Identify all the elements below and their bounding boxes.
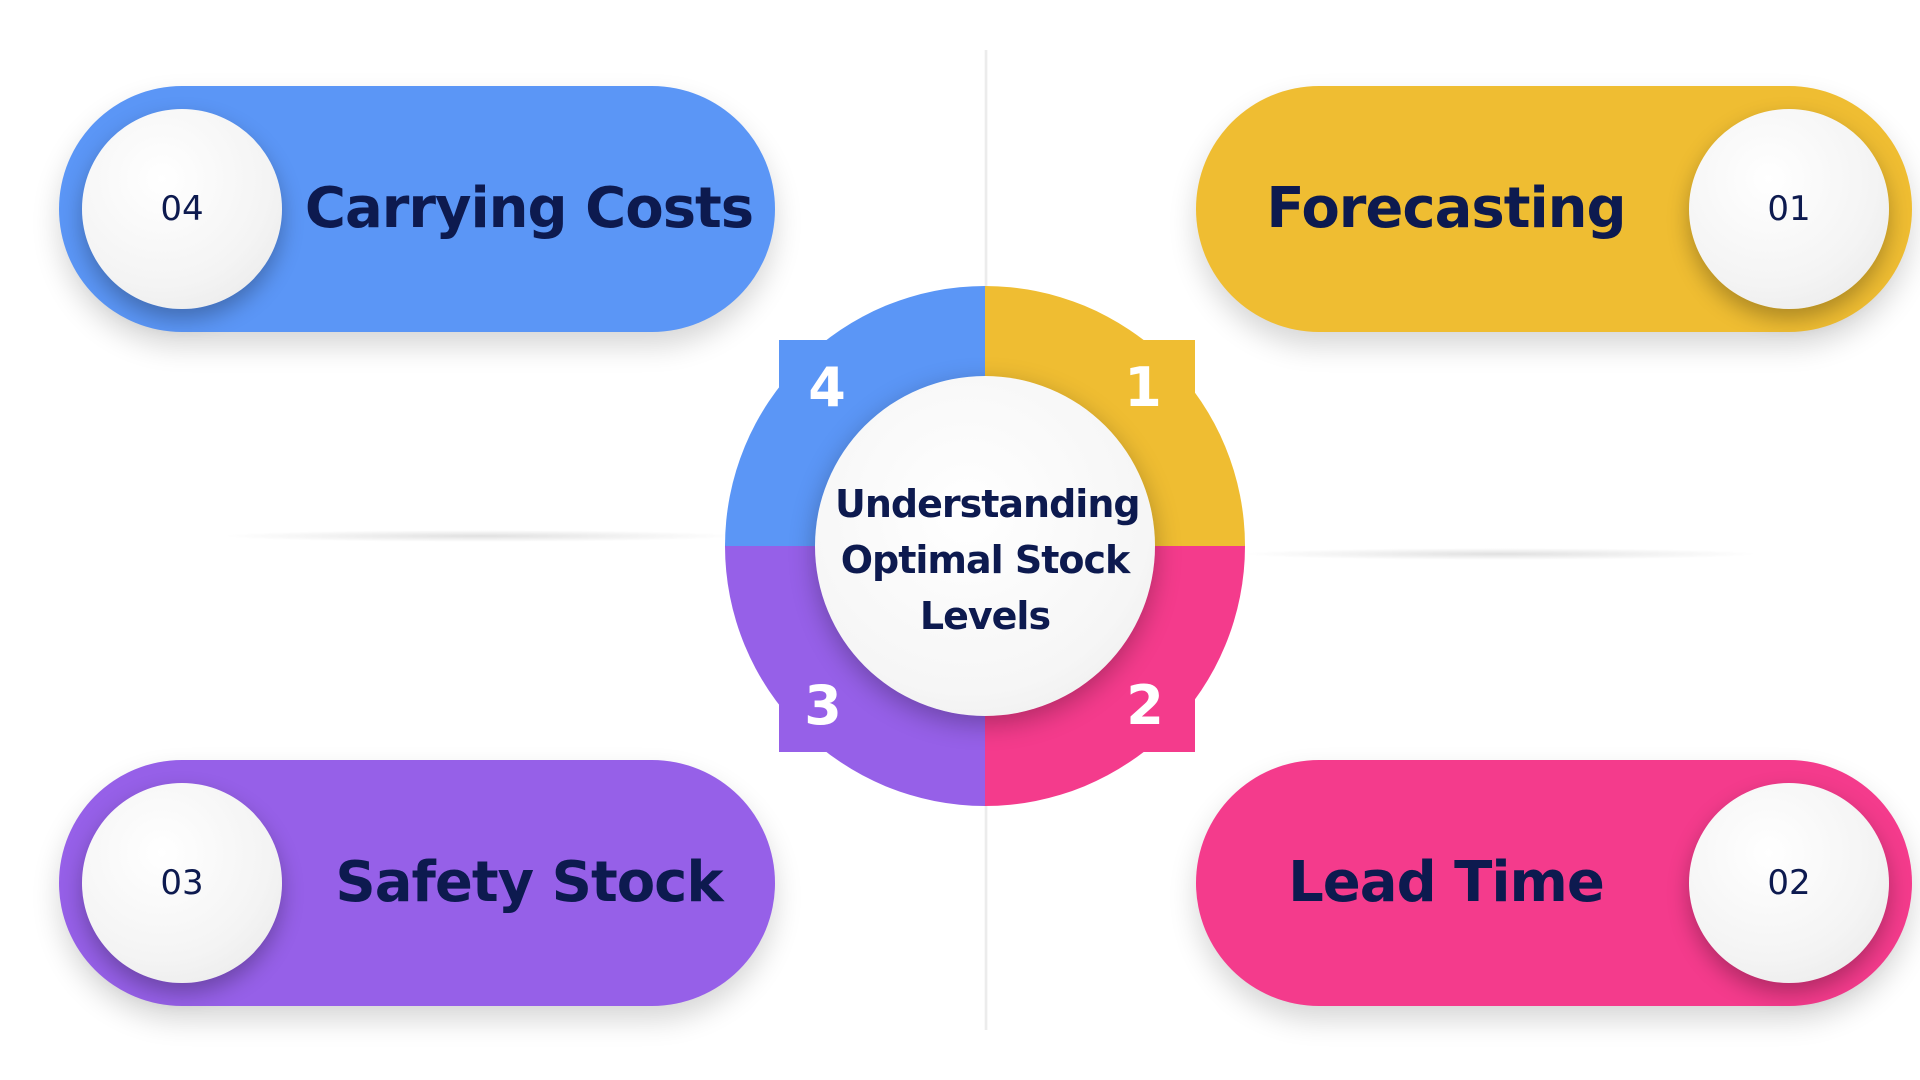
center-wheel: 4 1 3 2 Understanding Optimal Stock Leve… xyxy=(725,286,1245,806)
segment-number-4: 4 xyxy=(808,356,846,419)
card-number: 04 xyxy=(160,189,204,229)
segment-number-2: 2 xyxy=(1126,674,1164,737)
card-lead-time: Lead Time 02 xyxy=(1196,760,1912,1006)
number-badge: 02 xyxy=(1689,783,1889,983)
card-safety-stock: 03 Safety Stock xyxy=(59,760,775,1006)
card-carrying-costs: 04 Carrying Costs xyxy=(59,86,775,332)
number-badge: 01 xyxy=(1689,109,1889,309)
center-title: Understanding Optimal Stock Levels xyxy=(835,476,1141,644)
horizontal-divider-right xyxy=(1240,548,1760,560)
card-forecasting: Forecasting 01 xyxy=(1196,86,1912,332)
card-label: Carrying Costs xyxy=(304,176,754,241)
center-title-line-2: Optimal Stock xyxy=(840,538,1131,582)
card-label: Safety Stock xyxy=(335,850,723,915)
center-title-line-3: Levels xyxy=(919,594,1051,638)
card-label: Lead Time xyxy=(1288,850,1605,915)
vertical-divider-bottom xyxy=(984,800,988,1030)
card-number: 01 xyxy=(1767,189,1811,229)
vertical-divider-top xyxy=(984,50,988,290)
center-title-line-1: Understanding xyxy=(835,482,1141,526)
card-number: 02 xyxy=(1767,863,1811,903)
number-badge: 03 xyxy=(82,783,282,983)
center-circle: Understanding Optimal Stock Levels xyxy=(815,376,1155,716)
card-label: Forecasting xyxy=(1266,176,1626,241)
segment-number-1: 1 xyxy=(1124,356,1162,419)
card-number: 03 xyxy=(160,863,204,903)
number-badge: 04 xyxy=(82,109,282,309)
segment-number-3: 3 xyxy=(804,674,842,737)
horizontal-divider-left xyxy=(220,530,740,542)
